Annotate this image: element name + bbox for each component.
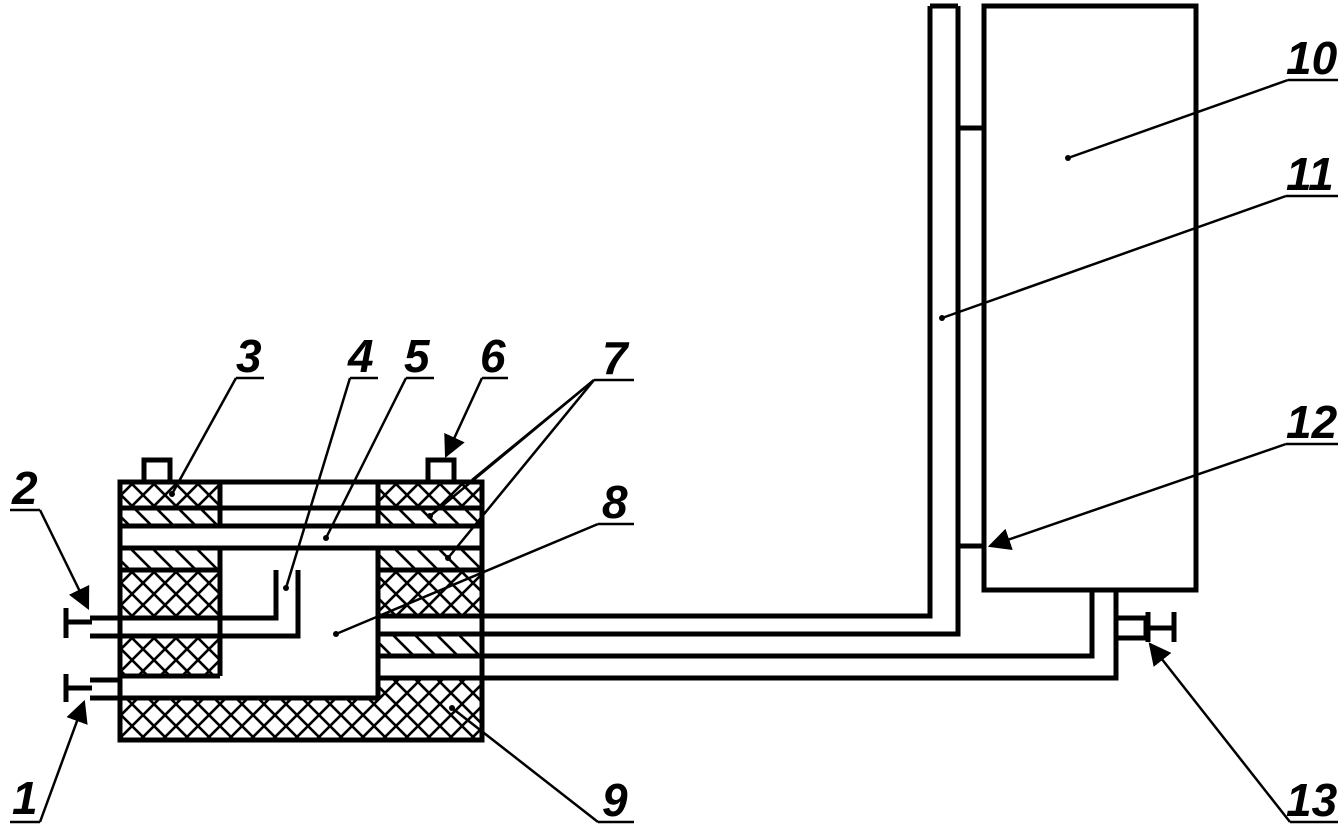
insulation-left-upper	[120, 570, 220, 618]
electrode-top-left	[120, 508, 220, 526]
block-outline	[117, 479, 485, 743]
terminal-6	[425, 457, 457, 485]
label-5: 5	[404, 330, 431, 382]
drain-pipe	[1113, 615, 1149, 641]
reactor-block	[63, 457, 485, 743]
label-3: 3	[236, 330, 262, 382]
label-1: 1	[12, 772, 38, 824]
pipe-lower-inner	[482, 590, 1095, 659]
insulation-left-lower	[120, 636, 220, 676]
label-9: 9	[602, 774, 628, 826]
pipe-upper-inner	[482, 6, 961, 637]
label-6: 6	[480, 330, 506, 382]
leader-lines	[10, 78, 1338, 824]
pipes	[482, 3, 1177, 681]
electrode-right-lower	[378, 634, 482, 656]
electrode-mid-right	[378, 548, 482, 570]
label-2: 2	[11, 462, 38, 514]
label-11: 11	[1286, 148, 1334, 200]
label-7: 7	[602, 332, 630, 384]
insulation-right-bottom	[378, 678, 482, 740]
terminal-3	[141, 457, 173, 485]
tank	[981, 3, 1199, 593]
pipe-upper-outer	[482, 6, 933, 619]
part-labels: 1 2 3 4 5 6 7 8 9 10 11 12 13	[11, 32, 1338, 826]
label-12: 12	[1286, 396, 1338, 448]
insulation-bottom	[120, 698, 378, 740]
label-10: 10	[1286, 32, 1338, 84]
label-4: 4	[347, 330, 374, 382]
label-8: 8	[602, 476, 628, 528]
inner-tube	[90, 570, 279, 621]
electrode-mid-left	[120, 548, 220, 570]
label-13: 13	[1286, 774, 1338, 826]
